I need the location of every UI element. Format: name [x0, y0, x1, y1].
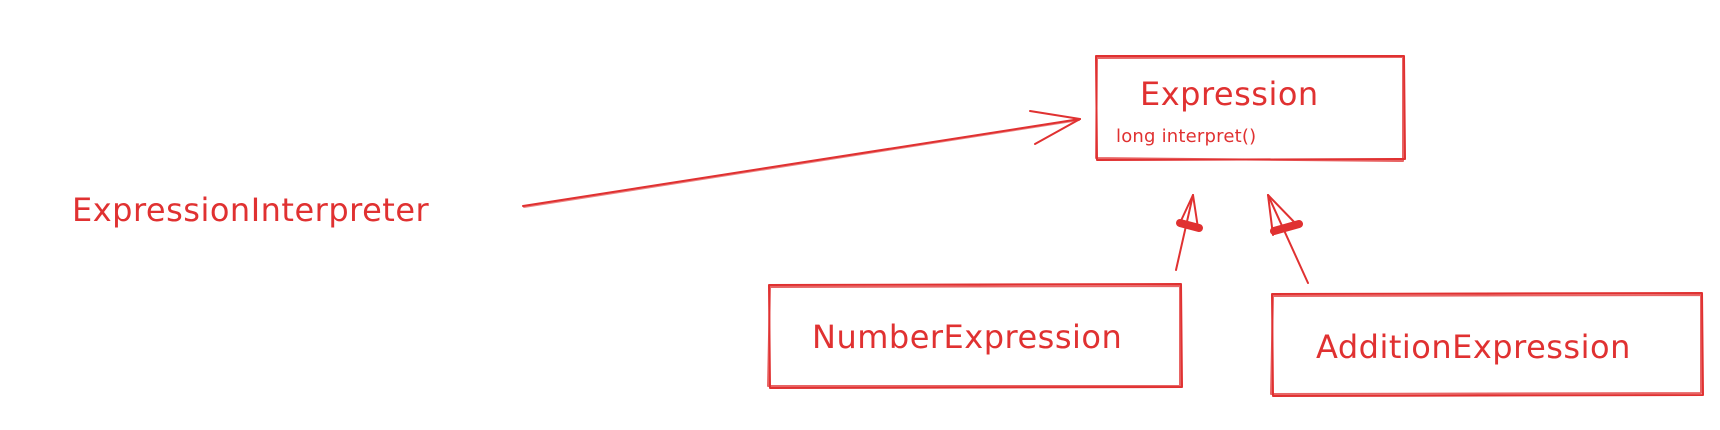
inheritance-arrow-addition	[1267, 194, 1309, 284]
number-expression-title: NumberExpression	[812, 318, 1123, 356]
inheritance-arrow-number	[1175, 194, 1203, 271]
addition-expression-box	[1270, 292, 1704, 397]
number-expression-box	[767, 283, 1183, 389]
addition-expression-title: AdditionExpression	[1316, 328, 1631, 366]
association-arrow	[522, 110, 1081, 208]
expression-interpreter-label: ExpressionInterpreter	[72, 191, 430, 229]
expression-box	[1095, 55, 1406, 162]
expression-title: Expression	[1140, 75, 1319, 113]
expression-method: long interpret()	[1116, 126, 1257, 147]
